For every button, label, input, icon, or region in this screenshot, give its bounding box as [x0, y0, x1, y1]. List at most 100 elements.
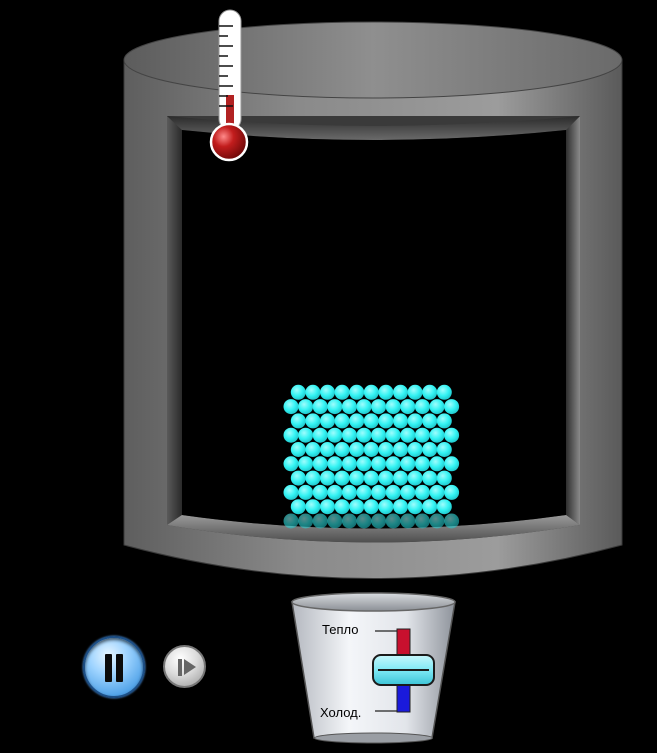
particle	[305, 384, 321, 400]
particle	[393, 413, 408, 429]
particle	[283, 399, 299, 415]
particle	[400, 427, 416, 443]
particle	[429, 484, 445, 500]
particle	[298, 399, 314, 415]
particle	[407, 442, 423, 457]
step-forward-button[interactable]	[163, 645, 206, 688]
particle	[305, 413, 321, 429]
particle	[385, 399, 401, 415]
particle	[444, 513, 460, 529]
particle	[444, 484, 460, 500]
particle	[378, 413, 394, 429]
particle	[341, 427, 357, 443]
particle	[393, 442, 408, 457]
particle	[444, 399, 460, 415]
particle	[378, 384, 394, 400]
particle	[414, 484, 430, 500]
particle	[436, 442, 452, 457]
particle	[422, 384, 438, 400]
particle	[436, 413, 452, 429]
particle-cluster	[283, 384, 460, 529]
particle	[422, 470, 438, 486]
particle	[400, 399, 416, 415]
particle	[290, 442, 306, 457]
particle	[305, 470, 321, 486]
particle	[356, 484, 372, 500]
heat-label: Тепло	[322, 622, 359, 637]
particle	[349, 470, 365, 486]
particle	[283, 456, 299, 472]
heat-cool-slider-knob[interactable]	[372, 654, 435, 686]
particle	[385, 456, 401, 472]
particle	[414, 456, 430, 472]
particle	[320, 413, 335, 429]
particle	[422, 413, 438, 429]
container-chamber	[182, 130, 566, 529]
particle	[334, 470, 350, 486]
particle	[341, 456, 357, 472]
particle	[312, 484, 328, 500]
particle	[290, 384, 306, 400]
particle	[320, 470, 335, 486]
particle	[414, 513, 430, 529]
particle	[334, 442, 350, 457]
particle	[371, 484, 387, 500]
particle	[407, 499, 423, 515]
particle	[327, 513, 343, 529]
particle	[356, 456, 372, 472]
particle	[312, 513, 328, 529]
particle	[298, 513, 314, 529]
particle	[378, 499, 394, 515]
particle	[298, 456, 314, 472]
particle	[371, 399, 387, 415]
particle	[320, 384, 335, 400]
particle	[414, 427, 430, 443]
particle	[327, 399, 343, 415]
particle	[407, 413, 423, 429]
particle	[378, 470, 394, 486]
particle	[371, 456, 387, 472]
pause-button[interactable]	[83, 636, 145, 698]
particle	[290, 413, 306, 429]
particle	[414, 399, 430, 415]
particle	[341, 399, 357, 415]
particle	[400, 513, 416, 529]
container-lid	[123, 21, 623, 99]
particle	[371, 427, 387, 443]
particle	[341, 513, 357, 529]
particle	[444, 427, 460, 443]
particle	[290, 499, 306, 515]
particle	[436, 470, 452, 486]
particle	[363, 442, 379, 457]
particle	[422, 499, 438, 515]
particle	[356, 399, 372, 415]
particle	[349, 413, 365, 429]
particle	[349, 499, 365, 515]
particle	[400, 484, 416, 500]
particle	[334, 413, 350, 429]
particle	[327, 427, 343, 443]
particle	[444, 456, 460, 472]
particle	[385, 484, 401, 500]
particle	[349, 384, 365, 400]
particle	[305, 442, 321, 457]
particle	[283, 513, 299, 529]
particle	[429, 399, 445, 415]
particle	[436, 384, 452, 400]
particle	[407, 384, 423, 400]
particle	[363, 384, 379, 400]
particle	[429, 513, 445, 529]
particle	[356, 513, 372, 529]
particle	[312, 399, 328, 415]
particle	[305, 499, 321, 515]
thermometer	[209, 9, 249, 162]
thermometer-bulb	[209, 122, 249, 162]
particle	[320, 442, 335, 457]
particle	[298, 427, 314, 443]
particle	[327, 456, 343, 472]
particle	[283, 484, 299, 500]
particle	[393, 470, 408, 486]
particle	[363, 470, 379, 486]
